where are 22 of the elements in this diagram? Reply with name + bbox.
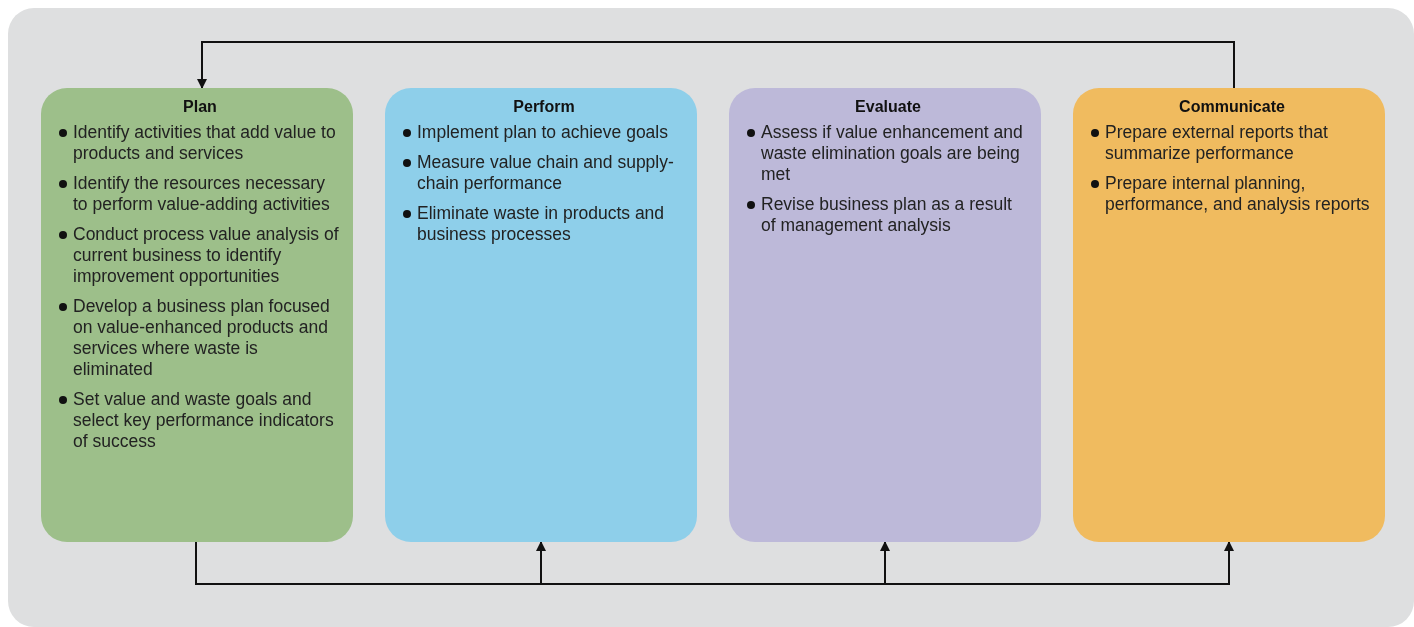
stage-title: Plan [182, 98, 218, 116]
bullet-text: Assess if value enhancement and waste elimination goals are being met [761, 122, 1024, 185]
bullet-text: Conduct process value analysis of current business to identify improvement opportunities [73, 224, 340, 287]
bullet-text: Measure value chain and supply-chain performance [417, 152, 675, 194]
bullet-text: Set value and waste goals and select key performance indicators of success [73, 389, 335, 452]
bullet-text: Prepare external reports that summarize performance [1105, 122, 1329, 164]
bullet-text: Identify activities that add value to products and services [73, 122, 337, 164]
stage-box [1073, 88, 1385, 542]
stage-title: Evaluate [854, 98, 922, 116]
bullet-text: Revise business plan as a result of management analysis [761, 194, 1013, 236]
stage-box [41, 88, 353, 542]
connector-arrow [195, 541, 1234, 585]
stage-box [385, 88, 697, 542]
connector-arrow [197, 41, 1235, 89]
bullet-text: Identify the resources necessary to perform value-adding activities [73, 173, 331, 215]
bullet-text: Implement plan to achieve goals [417, 122, 669, 143]
stage-title: Communicate [1178, 98, 1286, 116]
bullet-text: Eliminate waste in products and business processes [417, 203, 666, 245]
bullet-text: Develop a business plan focused on value-enhanced products and services where waste is eliminated [73, 296, 331, 380]
bullet-text: Prepare internal planning, performance, and analysis reports [1105, 173, 1371, 215]
stage-box [729, 88, 1041, 542]
stage-title: Perform [512, 98, 576, 116]
